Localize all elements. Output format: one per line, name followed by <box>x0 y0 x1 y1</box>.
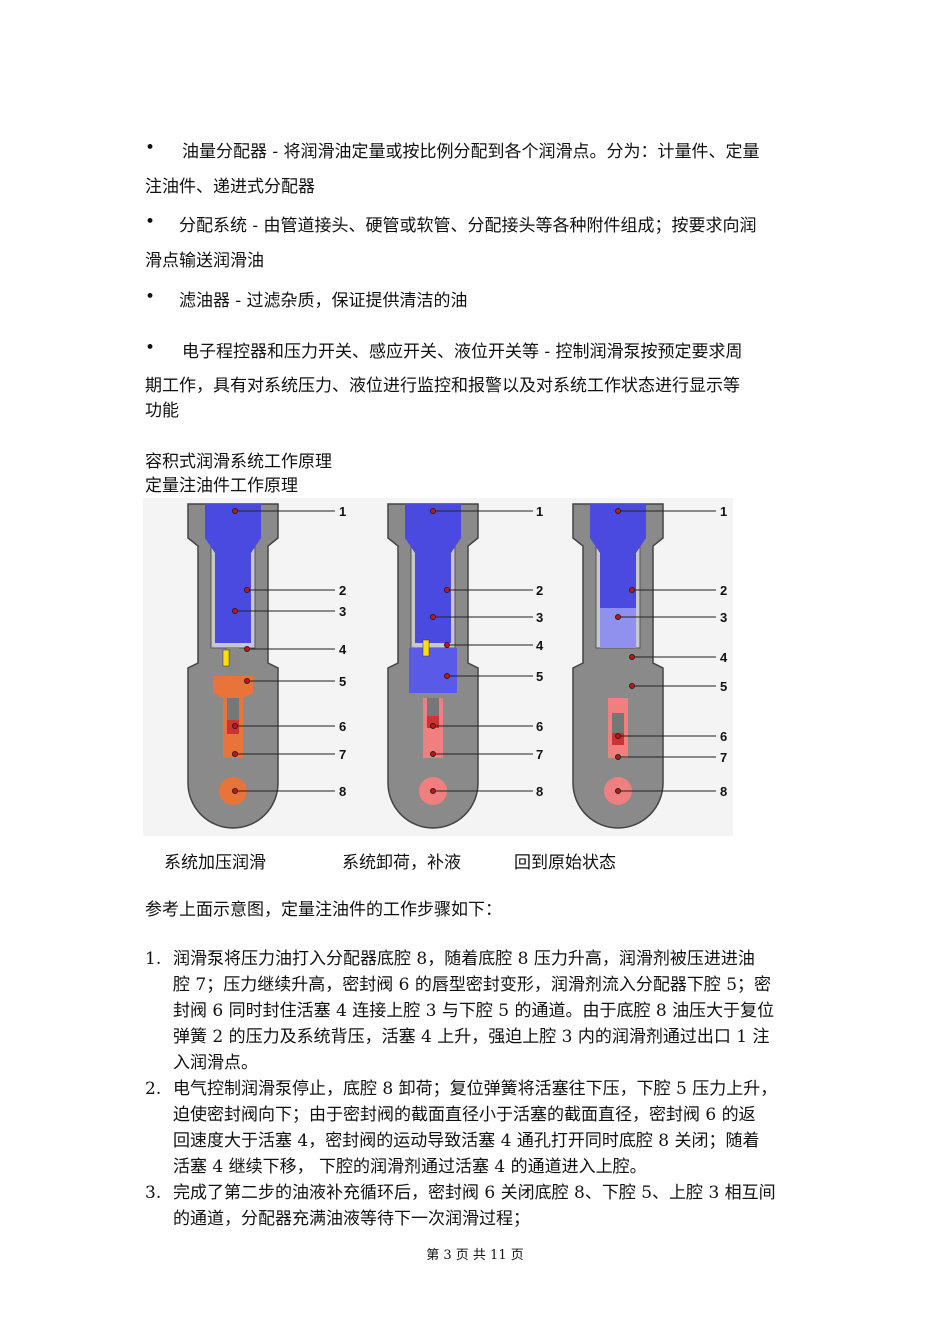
label-8: 8 <box>536 784 543 799</box>
label-1: 1 <box>339 504 346 519</box>
step-2: 2. 电气控制润滑泵停止，底腔 8 卸荷；复位弹簧将活塞往下压，下腔 5 压力上… <box>145 1076 810 1180</box>
label-3: 3 <box>720 610 727 625</box>
steps-list: 1. 润滑泵将压力油打入分配器底腔 8，随着底腔 8 压力升高，润滑剂被压进进油… <box>145 946 810 1232</box>
step-1-line: 入润滑点。 <box>173 1053 258 1073</box>
step-number: 1. <box>145 949 162 969</box>
step-1-line: 腔 7；压力继续升高，密封阀 6 的唇型密封变形，润滑剂流入分配器下腔 5；密 <box>173 975 772 995</box>
page-footer: 第 3 页 共 11 页 <box>426 1248 524 1263</box>
step-number: 2. <box>145 1079 162 1099</box>
label-5: 5 <box>536 669 543 684</box>
step-2-line: 迫使密封阀向下；由于密封阀的截面直径小于活塞的截面直径，密封阀 6 的返 <box>173 1105 756 1125</box>
label-4: 4 <box>720 650 728 665</box>
step-2-line: 电气控制润滑泵停止，底腔 8 卸荷；复位弹簧将活塞往下压，下腔 5 压力上升， <box>173 1079 778 1099</box>
label-8: 8 <box>720 784 727 799</box>
step-3-line: 的通道，分配器充满油液等待下一次润滑过程； <box>173 1209 530 1229</box>
step-number: 3. <box>145 1183 162 1203</box>
bullet-3-line-1: 滤油器 - 过滤杂质，保证提供清洁的油 <box>179 291 468 311</box>
section-heading: 容积式润滑系统工作原理 <box>145 452 332 472</box>
step-3: 3. 完成了第二步的油液补充循环后，密封阀 6 关闭底腔 8、下腔 5、上腔 3… <box>145 1180 810 1232</box>
step-1-line: 封阀 6 同时封住活塞 4 连接上腔 3 与下腔 5 的通道。由于底腔 8 油压… <box>173 1001 775 1021</box>
bullet-symbol: • <box>145 338 156 358</box>
label-4: 4 <box>339 642 347 657</box>
label-7: 7 <box>720 750 727 765</box>
caption-unload: 系统卸荷，补液 <box>342 853 461 873</box>
label-3: 3 <box>536 610 543 625</box>
bullet-symbol: • <box>145 212 156 232</box>
bullet-4-line-3: 功能 <box>145 401 179 421</box>
label-8: 8 <box>339 784 346 799</box>
label-4: 4 <box>536 638 544 653</box>
bullet-symbol: • <box>145 287 156 307</box>
bullet-4-line-1: 电子程控器和压力开关、感应开关、液位开关等 - 控制润滑泵按预定要求周 <box>182 342 743 362</box>
bullet-2-line-1: 分配系统 - 由管道接头、硬管或软管、分配接头等各种附件组成；按要求向润 <box>179 216 757 236</box>
label-6: 6 <box>536 719 543 734</box>
label-2: 2 <box>339 583 346 598</box>
label-5: 5 <box>720 679 727 694</box>
caption-pressurize: 系统加压润滑 <box>164 853 266 873</box>
injector-diagram: 1 2 3 4 5 6 7 8 1 2 3 4 5 6 7 8 1 2 3 4 <box>143 498 733 836</box>
bullet-1-line-2: 注油件、递进式分配器 <box>145 177 315 197</box>
bullet-4-line-2: 期工作，具有对系统压力、液位进行监控和报警以及对系统工作状态进行显示等 <box>145 376 740 396</box>
step-1-line: 润滑泵将压力油打入分配器底腔 8，随着底腔 8 压力升高，润滑剂被压进进油 <box>173 949 755 969</box>
injector-state-3 <box>572 503 664 829</box>
label-1: 1 <box>536 504 543 519</box>
bullet-symbol: • <box>145 138 156 158</box>
injector-state-2 <box>387 503 479 829</box>
label-1: 1 <box>720 504 727 519</box>
injector-state-1 <box>187 503 279 829</box>
injector-diagram-svg: 1 2 3 4 5 6 7 8 1 2 3 4 5 6 7 8 1 2 3 4 <box>187 503 728 829</box>
step-1-line: 弹簧 2 的压力及系统背压，活塞 4 上升，强迫上腔 3 内的润滑剂通过出口 1… <box>173 1027 770 1047</box>
label-3: 3 <box>339 604 346 619</box>
step-2-line: 活塞 4 继续下移， 下腔的润滑剂通过活塞 4 的通道进入上腔。 <box>173 1157 647 1177</box>
label-5: 5 <box>339 674 346 689</box>
label-6: 6 <box>720 729 727 744</box>
label-2: 2 <box>720 583 727 598</box>
label-7: 7 <box>536 747 543 762</box>
step-1: 1. 润滑泵将压力油打入分配器底腔 8，随着底腔 8 压力升高，润滑剂被压进进油… <box>145 946 810 1076</box>
caption-reset: 回到原始状态 <box>514 853 616 873</box>
step-3-line: 完成了第二步的油液补充循环后，密封阀 6 关闭底腔 8、下腔 5、上腔 3 相互… <box>173 1183 776 1203</box>
label-6: 6 <box>339 719 346 734</box>
label-7: 7 <box>339 747 346 762</box>
steps-intro: 参考上面示意图，定量注油件的工作步骤如下： <box>145 900 502 920</box>
step-2-line: 回速度大于活塞 4，密封阀的运动导致活塞 4 通孔打开同时底腔 8 关闭；随着 <box>173 1131 760 1151</box>
label-2: 2 <box>536 583 543 598</box>
bullet-2-line-2: 滑点输送润滑油 <box>145 251 264 271</box>
subsection-heading: 定量注油件工作原理 <box>145 476 298 496</box>
bullet-1-line-1: 油量分配器 - 将润滑油定量或按比例分配到各个润滑点。分为：计量件、定量 <box>182 142 760 162</box>
